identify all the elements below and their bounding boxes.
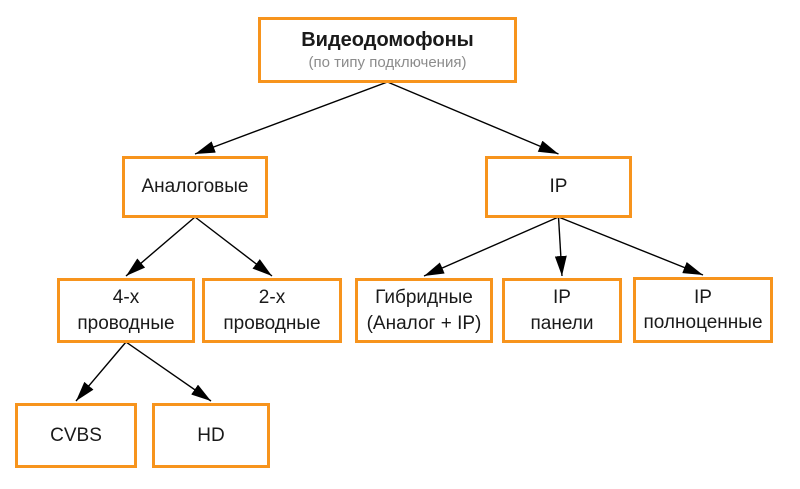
- node-ip-full-line1: IP: [694, 286, 712, 308]
- node-root-subtitle: (по типу подключения): [308, 54, 467, 72]
- edge-arrow-root-analog: [194, 81, 388, 155]
- node-ip-full: IP полноценные: [633, 277, 773, 343]
- node-root: Видеодомофоны (по типу подключения): [258, 17, 517, 83]
- node-root-title: Видеодомофоны: [301, 29, 474, 52]
- node-cvbs: CVBS: [15, 403, 137, 468]
- node-four-wire: 4-х проводные: [57, 278, 195, 343]
- node-hybrid-line2: (Аналог + IP): [366, 312, 482, 334]
- edge-arrow-four_wire-hd: [125, 341, 212, 402]
- node-two-wire-line2: проводные: [223, 312, 321, 334]
- edge-arrow-four_wire-cvbs: [75, 341, 127, 402]
- node-analog: Аналоговые: [122, 156, 268, 218]
- node-ip-full-line2: полноценные: [643, 312, 763, 333]
- node-hybrid-line1: Гибридные: [375, 287, 473, 309]
- edge-arrow-root-ip: [387, 81, 559, 155]
- node-ip-panels-line2: панели: [530, 312, 594, 334]
- node-hd-label: HD: [197, 424, 225, 446]
- node-ip: IP: [485, 156, 632, 218]
- edge-arrow-ip-ip_panels: [554, 216, 567, 277]
- edge-arrow-analog-two_wire: [194, 216, 273, 277]
- node-ip-panels: IP панели: [502, 278, 622, 343]
- node-hybrid: Гибридные (Аналог + IP): [355, 278, 493, 343]
- node-four-wire-line1: 4-х: [112, 287, 140, 309]
- edge-arrow-ip-hybrid: [423, 216, 559, 277]
- node-two-wire: 2-х проводные: [202, 278, 342, 343]
- node-ip-label: IP: [549, 176, 568, 198]
- node-four-wire-line2: проводные: [77, 312, 175, 334]
- node-hd: HD: [152, 403, 270, 468]
- node-analog-label: Аналоговые: [141, 176, 249, 198]
- node-cvbs-label: CVBS: [50, 424, 102, 446]
- edge-arrow-analog-four_wire: [125, 216, 196, 277]
- node-ip-panels-line1: IP: [553, 287, 571, 309]
- node-two-wire-line1: 2-х: [258, 287, 286, 309]
- edge-arrow-ip-ip_full: [558, 216, 704, 276]
